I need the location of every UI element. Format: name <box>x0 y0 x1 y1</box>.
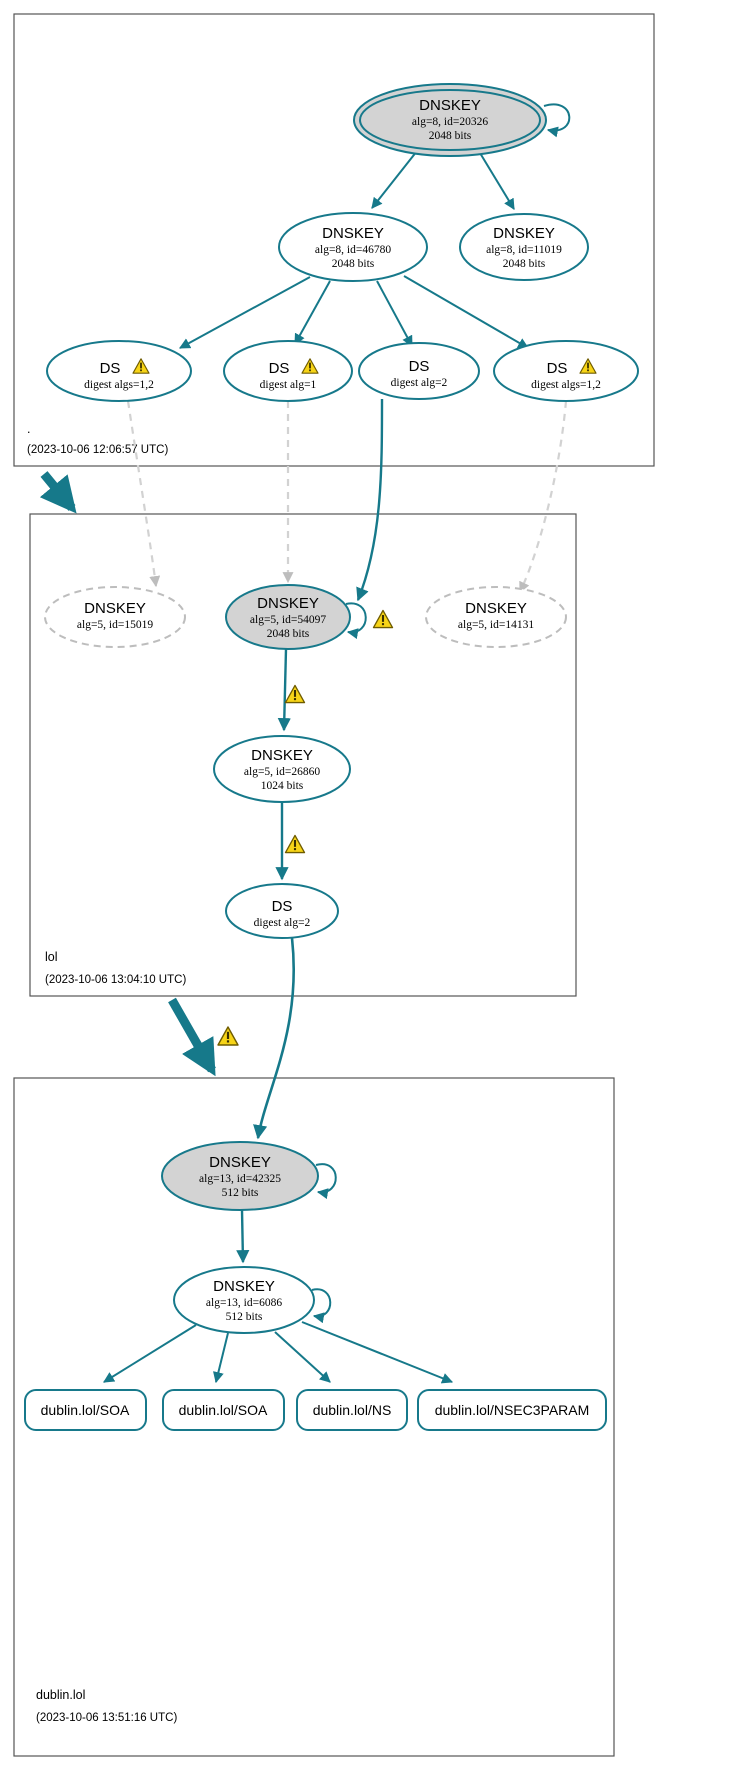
edge-zsk46780-to-ds3 <box>376 280 413 347</box>
warning-icon-lol-ksk-to-zsk <box>284 684 306 704</box>
node-dnskey-lol-14131[interactable]: DNSKEY alg=5, id=14131 <box>425 586 567 648</box>
edge-lolksk-self-loop <box>345 602 367 640</box>
delegation-arrow-root-to-lol <box>39 471 77 514</box>
rrset-dublin-lol-soa-2[interactable]: dublin.lol/SOA <box>162 1389 285 1431</box>
node-dnskey-root-zsk-11019[interactable]: DNSKEY alg=8, id=11019 2048 bits <box>459 213 589 281</box>
edge-dublinksk-self-loop <box>315 1163 337 1200</box>
node-dnskey-lol-zsk-26860[interactable]: DNSKEY alg=5, id=26860 1024 bits <box>213 735 351 803</box>
edge-ds1-to-lolkey15019-dashed <box>126 400 161 588</box>
node-line3: 512 bits <box>222 1187 259 1199</box>
node-title: DNSKEY <box>465 600 527 617</box>
node-line2: alg=8, id=20326 <box>412 116 488 128</box>
node-dnskey-root-ksk-20326[interactable]: DNSKEY alg=8, id=20326 2048 bits <box>353 83 547 157</box>
node-title: DS <box>100 360 121 377</box>
node-line2: digest alg=2 <box>391 377 448 389</box>
zone-date-lol: (2023-10-06 13:04:10 UTC) <box>45 974 186 986</box>
edge-lolds-to-dublinksk42325 <box>253 937 296 1140</box>
zone-label-root: . <box>27 422 30 436</box>
edge-dublinzsk-to-nsec3param <box>301 1321 454 1384</box>
edge-rootksk-to-zsk11019 <box>479 152 515 210</box>
node-line2: digest alg=2 <box>254 917 311 929</box>
warning-icon-lol-zsk-to-ds <box>284 834 306 854</box>
warning-icon-lol-ksk <box>372 609 394 629</box>
rrset-dublin-lol-nsec3param[interactable]: dublin.lol/NSEC3PARAM <box>417 1389 607 1431</box>
rrset-label: dublin.lol/NSEC3PARAM <box>435 1402 590 1418</box>
node-title: DNSKEY <box>419 97 481 114</box>
node-title: DNSKEY <box>84 600 146 617</box>
node-ds-root-digest-alg-1[interactable]: DS digest alg=1 <box>223 340 353 402</box>
rrset-dublin-lol-ns[interactable]: dublin.lol/NS <box>296 1389 408 1431</box>
node-line2: alg=8, id=11019 <box>486 244 562 256</box>
node-line2: alg=5, id=14131 <box>458 619 534 631</box>
node-line2: alg=5, id=54097 <box>250 614 326 626</box>
rrset-label: dublin.lol/NS <box>313 1402 392 1418</box>
edge-zsk46780-to-ds4 <box>403 275 529 349</box>
rrset-label: dublin.lol/SOA <box>179 1402 268 1418</box>
node-line2: alg=13, id=6086 <box>206 1297 282 1309</box>
node-line3: 2048 bits <box>267 628 310 640</box>
node-title: DS <box>269 360 290 377</box>
edge-rootksk-self-loop <box>543 103 571 138</box>
node-dnskey-lol-15019[interactable]: DNSKEY alg=5, id=15019 <box>44 586 186 648</box>
edge-dublinzsk-to-ns <box>274 1331 331 1383</box>
node-title: DNSKEY <box>251 747 313 764</box>
node-line2: digest algs=1,2 <box>531 379 601 391</box>
warning-icon-delegation-lol-to-dublin <box>217 1026 239 1046</box>
zone-box-lol: lol (2023-10-06 13:04:10 UTC) <box>29 513 577 997</box>
zone-box-dublin-lol: dublin.lol (2023-10-06 13:51:16 UTC) <box>13 1077 615 1757</box>
node-dnskey-root-zsk-46780[interactable]: DNSKEY alg=8, id=46780 2048 bits <box>278 212 428 282</box>
node-line2: digest algs=1,2 <box>84 379 154 391</box>
node-line2: digest alg=1 <box>260 379 317 391</box>
edge-rootksk-to-zsk46780 <box>371 150 418 209</box>
node-title: DNSKEY <box>493 225 555 242</box>
node-line3: 2048 bits <box>503 258 546 270</box>
edge-zsk46780-to-ds2 <box>294 280 331 345</box>
rrset-label: dublin.lol/SOA <box>41 1402 130 1418</box>
node-line2: alg=5, id=15019 <box>77 619 153 631</box>
rrset-dublin-lol-soa-1[interactable]: dublin.lol/SOA <box>24 1389 147 1431</box>
node-line2: alg=8, id=46780 <box>315 244 391 256</box>
node-title: DNSKEY <box>322 225 384 242</box>
node-dnskey-dublin-zsk-6086[interactable]: DNSKEY alg=13, id=6086 512 bits <box>173 1266 315 1334</box>
edge-dublinksk-to-dublinzsk6086 <box>236 1209 250 1264</box>
node-title: DS <box>272 898 293 915</box>
node-title: DNSKEY <box>209 1154 271 1171</box>
node-line3: 2048 bits <box>332 258 375 270</box>
edge-lolksk-to-lolzsk26860 <box>277 648 291 732</box>
node-ds-lol-digest-alg-2[interactable]: DS digest alg=2 <box>225 883 339 939</box>
edge-zsk46780-to-ds1 <box>179 276 311 349</box>
node-line3: 2048 bits <box>429 130 472 142</box>
edge-dublinzsk-to-soa1 <box>103 1324 197 1383</box>
zone-date-dublin-lol: (2023-10-06 13:51:16 UTC) <box>36 1712 177 1724</box>
edge-ds3-to-lolksk54097 <box>356 398 384 602</box>
delegation-arrow-lol-to-dublin-lol <box>168 997 216 1077</box>
node-ds-root-digest-algs-1-2-a[interactable]: DS digest algs=1,2 <box>46 340 192 402</box>
node-ds-root-digest-algs-1-2-b[interactable]: DS digest algs=1,2 <box>493 340 639 402</box>
node-title: DS <box>409 358 430 375</box>
node-dnskey-dublin-ksk-42325[interactable]: DNSKEY alg=13, id=42325 512 bits <box>161 1141 319 1211</box>
node-line3: 512 bits <box>226 1311 263 1323</box>
zone-date-root: (2023-10-06 12:06:57 UTC) <box>27 444 168 456</box>
node-title: DS <box>547 360 568 377</box>
zone-label-dublin-lol: dublin.lol <box>36 1688 85 1702</box>
node-title: DNSKEY <box>213 1278 275 1295</box>
node-title: DNSKEY <box>257 595 319 612</box>
node-line3: 1024 bits <box>261 780 304 792</box>
node-dnskey-lol-ksk-54097[interactable]: DNSKEY alg=5, id=54097 2048 bits <box>225 584 351 650</box>
edge-dublinzsk-to-soa2 <box>213 1332 229 1384</box>
edge-ds4-to-lolkey14131-dashed <box>519 400 568 593</box>
zone-box-root: . (2023-10-06 12:06:57 UTC) <box>13 13 655 467</box>
node-line2: alg=5, id=26860 <box>244 766 320 778</box>
node-ds-root-digest-alg-2[interactable]: DS digest alg=2 <box>358 342 480 400</box>
zone-label-lol: lol <box>45 950 58 964</box>
edge-dublinzsk-self-loop <box>311 1288 332 1324</box>
node-line2: alg=13, id=42325 <box>199 1173 281 1185</box>
